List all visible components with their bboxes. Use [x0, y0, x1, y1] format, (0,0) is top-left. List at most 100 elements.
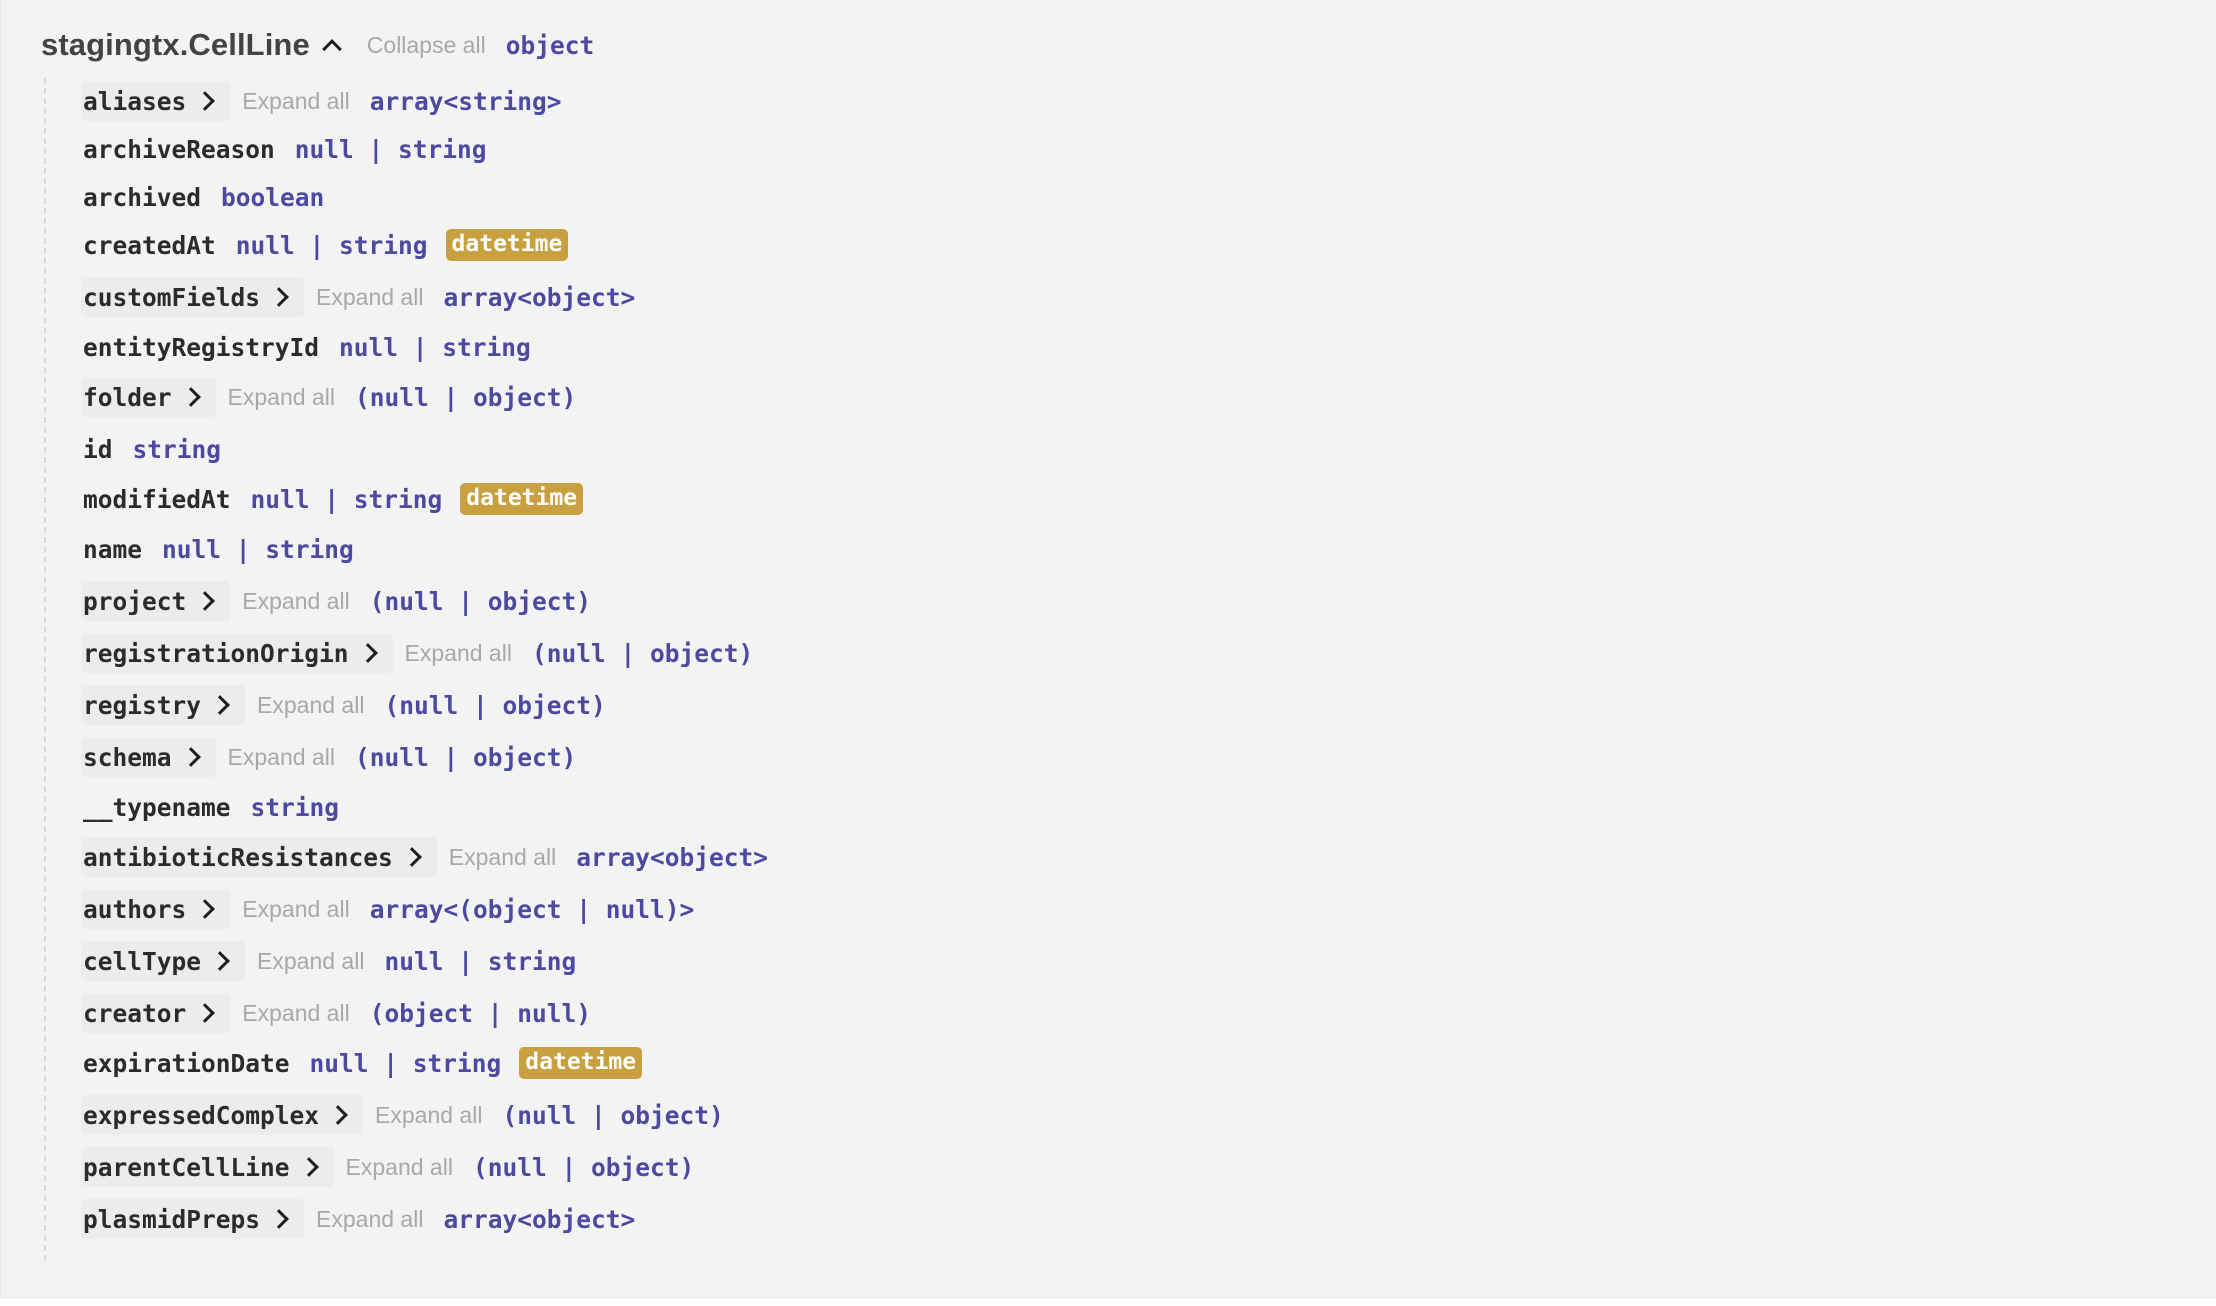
- property-toggle[interactable]: plasmidPreps: [81, 1199, 305, 1239]
- chevron-right-icon: [195, 91, 216, 111]
- property-row: schema Expand all (null | object): [81, 735, 577, 779]
- property-toggle[interactable]: registry: [81, 685, 246, 725]
- property-toggle[interactable]: parentCellLine: [81, 1147, 334, 1187]
- expand-all-button[interactable]: Expand all: [227, 743, 335, 770]
- tree-guide-line: [44, 78, 46, 1261]
- property-row: archived boolean: [83, 175, 324, 219]
- property-type: (null | object): [354, 742, 577, 772]
- property-label: archiveReason: [81, 129, 291, 169]
- property-name: creator: [83, 998, 187, 1028]
- property-toggle[interactable]: antibioticResistances: [81, 837, 437, 877]
- property-name: archiveReason: [83, 134, 275, 164]
- property-name: id: [83, 434, 113, 464]
- property-type: (null | object): [472, 1152, 695, 1182]
- expand-all-button[interactable]: Expand all: [227, 383, 335, 410]
- property-name: authors: [83, 894, 187, 924]
- chevron-right-icon: [357, 643, 378, 663]
- format-badge: datetime: [460, 483, 584, 515]
- property-label: id: [81, 429, 129, 469]
- property-name: folder: [83, 382, 172, 412]
- expand-all-button[interactable]: Expand all: [257, 691, 365, 718]
- property-toggle[interactable]: expressedComplex: [81, 1095, 364, 1135]
- chevron-right-icon: [269, 1209, 289, 1229]
- property-name: entityRegistryId: [83, 332, 320, 362]
- chevron-right-icon: [195, 1003, 216, 1023]
- property-label: archived: [81, 177, 217, 217]
- property-toggle[interactable]: authors: [81, 889, 231, 929]
- property-name: plasmidPreps: [83, 1204, 261, 1234]
- property-type: (null | object): [531, 638, 754, 668]
- expand-all-button[interactable]: Expand all: [375, 1101, 483, 1128]
- property-type: (null | object): [384, 690, 606, 720]
- expand-all-button[interactable]: Expand all: [242, 999, 350, 1026]
- root-header: stagingtx.CellLine Collapse all object: [41, 22, 594, 68]
- property-toggle[interactable]: aliases: [81, 81, 231, 121]
- property-toggle[interactable]: schema: [81, 737, 216, 777]
- property-name: __typename: [83, 792, 231, 822]
- property-label: __typename: [81, 787, 247, 827]
- chevron-right-icon: [180, 747, 201, 767]
- expand-all-button[interactable]: Expand all: [242, 87, 350, 114]
- property-name: cellType: [83, 946, 202, 976]
- property-row: registry Expand all (null | object): [81, 683, 606, 727]
- property-row: __typename string: [83, 785, 339, 829]
- root-type: object: [505, 30, 595, 60]
- collapse-all-button[interactable]: Collapse all: [366, 31, 486, 58]
- expand-all-button[interactable]: Expand all: [242, 895, 350, 922]
- chevron-up-icon: [321, 38, 342, 59]
- property-name: modifiedAt: [83, 484, 231, 514]
- property-type: null | string: [162, 534, 354, 564]
- property-toggle[interactable]: cellType: [81, 941, 246, 981]
- property-name: registry: [83, 690, 202, 720]
- property-type: string: [250, 792, 340, 822]
- property-name: archived: [83, 182, 202, 212]
- property-type: null | string: [309, 1048, 502, 1078]
- expand-all-button[interactable]: Expand all: [448, 843, 557, 870]
- property-name: antibioticResistances: [83, 842, 393, 872]
- property-type: string: [132, 434, 222, 464]
- property-row: entityRegistryId null | string: [83, 325, 531, 369]
- property-name: createdAt: [83, 230, 216, 260]
- property-toggle[interactable]: folder: [81, 377, 216, 417]
- property-name: aliases: [83, 86, 187, 116]
- property-row: parentCellLine Expand all (null | object): [81, 1145, 695, 1189]
- expand-all-button[interactable]: Expand all: [316, 1205, 424, 1232]
- property-row: authors Expand all array<(object | null)>: [81, 887, 695, 931]
- root-name: stagingtx.CellLine: [41, 27, 310, 62]
- property-row: id string: [83, 427, 221, 471]
- property-type: null | string: [339, 332, 531, 362]
- property-type: array<(object | null)>: [369, 894, 695, 924]
- property-toggle[interactable]: customFields: [81, 277, 305, 317]
- property-label: entityRegistryId: [81, 327, 335, 367]
- root-toggle[interactable]: stagingtx.CellLine: [41, 27, 357, 63]
- property-toggle[interactable]: registrationOrigin: [81, 633, 393, 673]
- property-name: name: [83, 534, 143, 564]
- expand-all-button[interactable]: Expand all: [242, 587, 350, 614]
- property-row: aliases Expand all array<string>: [81, 79, 562, 123]
- chevron-right-icon: [180, 387, 201, 407]
- chevron-right-icon: [195, 591, 216, 611]
- property-toggle[interactable]: creator: [81, 993, 231, 1033]
- property-label: modifiedAt: [81, 479, 247, 519]
- expand-all-button[interactable]: Expand all: [316, 283, 424, 310]
- property-name: expressedComplex: [83, 1100, 320, 1130]
- property-label: name: [81, 529, 158, 569]
- expand-all-button[interactable]: Expand all: [404, 639, 512, 666]
- property-type: null | string: [250, 484, 443, 514]
- property-type: null | string: [235, 230, 428, 260]
- property-name: expirationDate: [83, 1048, 290, 1078]
- property-type: boolean: [221, 182, 325, 212]
- property-label: createdAt: [81, 225, 232, 265]
- expand-all-button[interactable]: Expand all: [257, 947, 365, 974]
- property-type: (null | object): [502, 1100, 724, 1130]
- property-type: array<object>: [443, 282, 636, 312]
- property-toggle[interactable]: project: [81, 581, 231, 621]
- property-type: array<string>: [369, 86, 562, 116]
- chevron-right-icon: [298, 1157, 319, 1177]
- expand-all-button[interactable]: Expand all: [345, 1153, 453, 1180]
- property-row: expressedComplex Expand all (null | object…: [81, 1093, 724, 1137]
